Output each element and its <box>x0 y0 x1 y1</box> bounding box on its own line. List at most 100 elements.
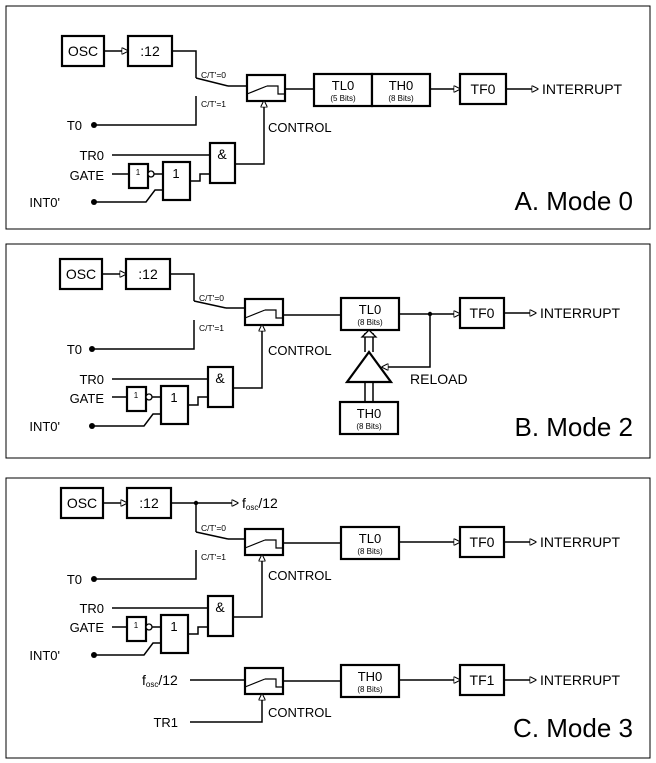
th0-bits-label: (8 Bits) <box>356 422 382 431</box>
tl0-register <box>339 525 401 561</box>
control-switch-icon <box>267 85 285 95</box>
panel-mode-2: OSC :12 C/T'=0 C/T'=1 T0 CONTROL TL0 (8 … <box>5 243 651 459</box>
and-gate <box>208 141 237 185</box>
and-to-control-wire <box>235 101 264 165</box>
tl0-label: TL0 <box>359 531 381 546</box>
t0-selector-wire <box>95 96 197 126</box>
th0-label: TH0 <box>357 406 382 421</box>
interrupt-label: INTERRUPT <box>540 534 621 550</box>
inverter-label: 1 <box>134 391 139 400</box>
fosc-in-label: fosc/12 <box>142 672 178 689</box>
panel-title: C. Mode 3 <box>513 713 633 743</box>
control-switch-icon <box>265 309 283 319</box>
tl0-bits-label: (8 Bits) <box>357 547 383 556</box>
panel-title: B. Mode 2 <box>514 412 633 442</box>
control-switch-icon <box>246 85 268 95</box>
fosc-out-label: fosc/12 <box>242 495 278 512</box>
tl0-label: TL0 <box>332 78 354 93</box>
panel-mode-0: OSC :12 C/T'=0 C/T'=1 T0 CONTROL TL0 (5 … <box>5 5 651 230</box>
int0-wire <box>95 642 161 656</box>
divider-label: :12 <box>140 43 160 59</box>
tr0-label: TR0 <box>79 372 104 387</box>
reload-buffer <box>344 350 394 384</box>
tf1-label: TF1 <box>470 672 495 688</box>
panel-frame <box>5 477 651 759</box>
or-to-and-wire <box>188 626 208 635</box>
th0-register <box>339 663 401 699</box>
t0-pin <box>89 346 95 352</box>
tf1-flag <box>458 663 506 697</box>
or-gate-label: 1 <box>172 166 179 181</box>
selector-switch <box>195 77 229 87</box>
or-to-and-wire <box>190 173 210 182</box>
panel-mode-3: OSC :12 fosc/12 C/T'=0 C/T'=1 T0 CONTROL… <box>5 477 651 759</box>
osc-label: OSC <box>68 43 98 59</box>
osc-block <box>60 34 106 68</box>
control-switch-icon <box>265 539 283 549</box>
gate-label: GATE <box>70 168 105 183</box>
t0-label: T0 <box>67 572 82 587</box>
and-gate <box>206 365 235 409</box>
t0-pin <box>91 576 97 582</box>
tr0-label: TR0 <box>79 601 104 616</box>
int0-wire <box>93 413 161 427</box>
interrupt-label: INTERRUPT <box>542 81 623 97</box>
tr1-wire <box>190 694 262 723</box>
panel-frame <box>5 243 651 459</box>
or-to-and-wire <box>188 396 208 406</box>
tf0-label: TF0 <box>470 305 495 321</box>
tf0-flag <box>458 72 508 106</box>
and-gate-label: & <box>215 370 225 386</box>
panel-title: A. Mode 0 <box>514 186 633 216</box>
control-label-2: CONTROL <box>268 705 332 720</box>
control-switch-block-2 <box>243 666 285 696</box>
inverter-bubble <box>147 170 155 178</box>
int0-pin <box>91 199 97 205</box>
tl0-register <box>339 296 401 332</box>
th0-register <box>370 72 432 108</box>
tr1-label: TR1 <box>153 715 178 730</box>
oscillator-selector-wire <box>172 50 197 78</box>
reload-label: RELOAD <box>410 371 468 387</box>
and-gate <box>206 594 235 638</box>
interrupt-label: INTERRUPT <box>540 305 621 321</box>
tf0-label: TF0 <box>470 534 495 550</box>
tf0-flag <box>458 296 506 330</box>
osc-label: OSC <box>66 266 96 282</box>
tl0-register <box>312 72 374 108</box>
or-gate-label: 1 <box>170 390 177 405</box>
control-switch-block <box>243 297 285 327</box>
inverter-label: 1 <box>136 168 141 177</box>
divider-label: :12 <box>138 266 158 282</box>
tl0-label: TL0 <box>359 302 381 317</box>
selector-ct0-label: C/T'=0 <box>201 523 226 533</box>
control-switch-icon <box>244 678 266 688</box>
control-switch-block <box>243 527 285 557</box>
selector-switch <box>195 531 229 540</box>
inverter-bubble <box>145 393 153 401</box>
or-gate-label: 1 <box>170 619 177 634</box>
gate-label: GATE <box>70 391 105 406</box>
selector-ct1-label: C/T'=1 <box>199 323 224 333</box>
th0-label: TH0 <box>358 669 383 684</box>
int0-label: INT0' <box>29 648 60 663</box>
control-switch-block <box>245 73 287 103</box>
osc-label: OSC <box>67 495 97 511</box>
and-gate-label: & <box>217 146 227 162</box>
tl0-bits-label: (8 Bits) <box>357 318 383 327</box>
th0-bits-label: (8 Bits) <box>388 94 414 103</box>
divider-label: :12 <box>139 495 159 511</box>
and-gate-label: & <box>215 599 225 615</box>
t0-label: T0 <box>67 118 82 133</box>
int0-label: INT0' <box>29 195 60 210</box>
control-switch-icon <box>265 678 283 688</box>
tl0-bits-label: (5 Bits) <box>330 94 356 103</box>
selector-ct1-label: C/T'=1 <box>201 99 226 109</box>
control-switch-icon <box>244 539 266 549</box>
control-label: CONTROL <box>268 568 332 583</box>
interrupt-label-2: INTERRUPT <box>540 672 621 688</box>
th0-label: TH0 <box>389 78 414 93</box>
int0-wire <box>95 189 163 203</box>
gate-label: GATE <box>70 620 105 635</box>
